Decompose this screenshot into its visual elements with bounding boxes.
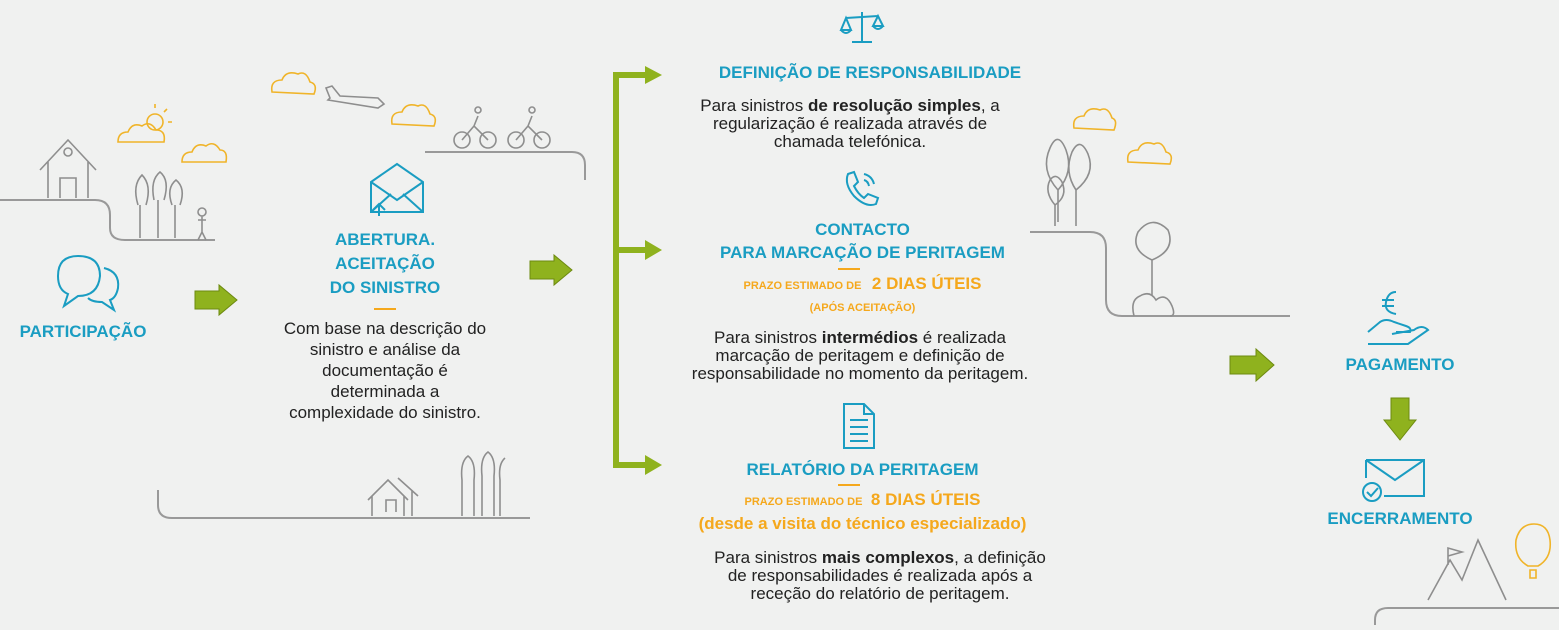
abertura-title-line3: DO SINISTRO [329, 278, 441, 297]
definicao-desc-pre: Para sinistros [700, 96, 808, 115]
pagamento-title: PAGAMENTO [1345, 355, 1455, 374]
contacto-desc-post: é realizada [918, 328, 1006, 347]
abertura-title-line2: ACEITAÇÃO [335, 254, 435, 273]
open-envelope-icon [370, 162, 424, 216]
chat-bubbles-icon [56, 254, 120, 313]
arrow-pagamento-to-encerramento [1382, 397, 1418, 441]
definicao-description: Para sinistros de resolução simples, a r… [630, 97, 1070, 151]
abertura-desc-line: complexidade do sinistro. [289, 403, 481, 422]
participacao-title: PARTICIPAÇÃO [19, 322, 147, 341]
abertura-desc-line: determinada a [330, 382, 440, 401]
hand-euro-icon [1367, 291, 1430, 345]
contacto-prazo: PRAZO ESTIMADO DE 2 DIAS ÚTEIS [660, 274, 1065, 294]
definicao-desc-bold: de resolução simples [807, 96, 981, 115]
relatorio-description: Para sinistros mais complexos, a definiç… [660, 549, 1100, 603]
abertura-description: Com base na descrição do sinistro e anál… [255, 318, 515, 423]
envelope-check-icon [1362, 459, 1425, 502]
abertura-title-line1: ABERTURA. [334, 230, 436, 249]
relatorio-prazo-label: PRAZO ESTIMADO DE [744, 496, 863, 508]
relatorio-desc-pre: Para sinistros [714, 548, 822, 567]
relatorio-desc-bold: mais complexos [821, 548, 955, 567]
contacto-desc-line3: responsabilidade no momento da peritagem… [691, 364, 1029, 383]
contacto-prazo-label: PRAZO ESTIMADO DE [743, 280, 862, 292]
arrow-participacao-to-abertura [194, 283, 238, 317]
document-icon [843, 403, 875, 449]
relatorio-desc-post: , a definição [954, 548, 1046, 567]
abertura-desc-line: documentação é [322, 361, 448, 380]
contacto-divider [838, 268, 860, 270]
scales-icon [839, 12, 885, 43]
contacto-desc-pre: Para sinistros [714, 328, 822, 347]
contacto-title-line2: PARA MARCAÇÃO DE PERITAGEM [720, 243, 1005, 262]
arrow-options-to-pagamento [1229, 347, 1275, 383]
relatorio-prazo-value: 8 DIAS ÚTEIS [870, 490, 981, 509]
relatorio-desc-line2: de responsabilidades é realizada após a [727, 566, 1033, 585]
contacto-desc-bold: intermédios [821, 328, 919, 347]
encerramento-title: ENCERRAMENTO [1327, 509, 1473, 528]
abertura-divider [374, 308, 396, 310]
contacto-title-line1: CONTACTO [815, 220, 910, 239]
contacto-prazo-value: 2 DIAS ÚTEIS [871, 274, 982, 293]
contacto-description: Para sinistros intermédios é realizada m… [640, 329, 1080, 383]
relatorio-prazo: PRAZO ESTIMADO DE 8 DIAS ÚTEIS [660, 490, 1065, 510]
relatorio-desc-line1: Para sinistros mais complexos, a definiç… [660, 549, 1100, 567]
definicao-title: DEFINIÇÃO DE RESPONSABILIDADE [718, 63, 1022, 82]
relatorio-title: RELATÓRIO DA PERITAGEM [746, 460, 979, 479]
definicao-desc-post: , a [980, 96, 1000, 115]
contacto-prazo-note: (APÓS ACEITAÇÃO) [809, 302, 916, 314]
arrow-abertura-to-options [529, 253, 573, 287]
phone-icon [845, 170, 880, 206]
definicao-desc-line1: Para sinistros de resolução simples, a [630, 97, 1070, 115]
abertura-desc-line: Com base na descrição do [283, 319, 487, 338]
definicao-desc-line3: chamada telefónica. [773, 132, 927, 151]
relatorio-desc-line3: receção do relatório de peritagem. [750, 584, 1010, 603]
relatorio-prazo-note: (desde a visita do técnico especializado… [698, 514, 1027, 533]
contacto-desc-line1: Para sinistros intermédios é realizada [640, 329, 1080, 347]
abertura-desc-line: sinistro e análise da [309, 340, 461, 359]
contacto-desc-line2: marcação de peritagem e definição de [715, 346, 1005, 365]
relatorio-divider [838, 484, 860, 486]
definicao-desc-line2: regularização é realizada através de [712, 114, 988, 133]
